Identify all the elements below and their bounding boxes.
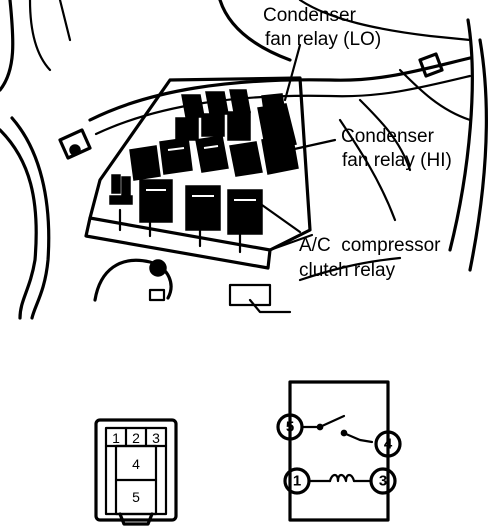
connector-pin-3: 3: [152, 430, 160, 446]
connector-pin-1: 1: [112, 430, 120, 446]
relay-coil: [328, 473, 356, 483]
label-ac-clutch-relay-line1: A/C compressor: [299, 235, 441, 256]
terminal-5-label: 5: [286, 419, 294, 436]
relay-block-group: [109, 89, 299, 235]
terminal-3: [369, 467, 397, 495]
terminal-1-label: 1: [293, 473, 301, 490]
callout-fan-relay-lo: Condenser fan relay (LO): [263, 5, 381, 50]
label-fan-relay-hi-line2: fan relay (HI): [342, 150, 452, 171]
engine-bay-illustration: [0, 0, 488, 320]
terminal-4-label: 4: [384, 436, 393, 453]
switch-arm: [320, 414, 346, 428]
connector-pin-2: 2: [132, 430, 140, 446]
connector-pin-4: 4: [132, 456, 140, 472]
terminal-3-label: 3: [379, 473, 387, 490]
relay-schematic: 5 4 1 3: [276, 380, 402, 522]
terminal-1: [283, 467, 311, 495]
label-fan-relay-lo-line2: fan relay (LO): [265, 29, 381, 50]
callout-fan-relay-hi: Condenser fan relay (HI): [341, 126, 452, 171]
label-ac-clutch-relay-line2: clutch relay: [299, 260, 396, 281]
callout-ac-clutch-relay: A/C compressor clutch relay: [299, 235, 441, 281]
label-fan-relay-lo-line1: Condenser: [263, 5, 357, 26]
terminal-4: [374, 430, 402, 458]
connector-pin-5: 5: [132, 489, 140, 505]
relay-connector-face: 1 2 3 4 5: [94, 418, 178, 526]
label-fan-relay-hi-line1: Condenser: [341, 126, 435, 147]
terminal-5: [276, 413, 304, 441]
